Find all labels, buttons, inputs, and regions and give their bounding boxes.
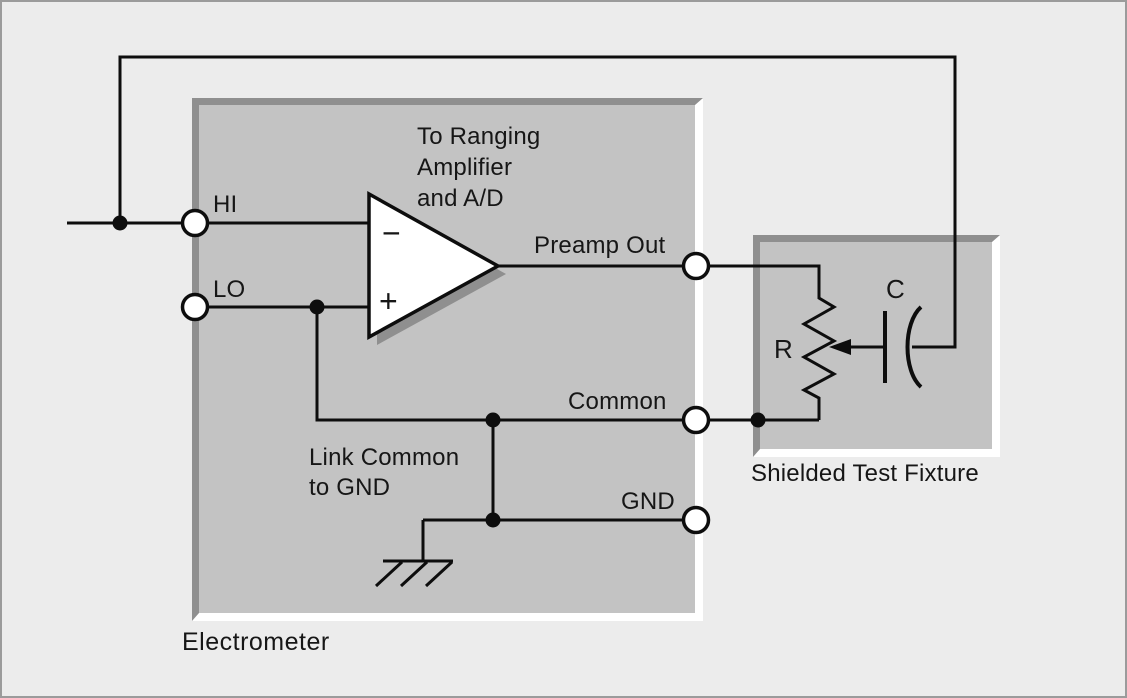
opamp-minus-input-label: −: [382, 215, 401, 251]
resistor-label: R: [774, 334, 793, 364]
opamp: [367, 191, 506, 345]
wiper-arrow: [829, 339, 885, 355]
lo-terminal: [180, 292, 210, 322]
link-note-line1: Link Common: [309, 444, 460, 471]
preamp-out-label: Preamp Out: [534, 232, 666, 259]
opamp-body: [367, 191, 502, 340]
gnd-terminal: [681, 505, 711, 535]
junction-dot: [485, 512, 501, 528]
junction-dot: [750, 412, 766, 428]
opamp-note-line1: To Ranging: [417, 123, 541, 150]
junction-dot: [309, 299, 325, 315]
hi-terminal-label: HI: [213, 191, 238, 218]
link-note-line2: to GND: [309, 474, 391, 501]
capacitor-symbol: [883, 305, 923, 389]
junction-dots: [112, 215, 766, 528]
opamp-note-line2: Amplifier: [417, 154, 513, 181]
opamp-note-line3: and A/D: [417, 185, 504, 212]
junction-dot: [112, 215, 128, 231]
opamp-plus-input-label: +: [379, 283, 398, 319]
lo-terminal-label: LO: [213, 276, 246, 303]
gnd-label: GND: [621, 488, 675, 515]
fixture-caption: Shielded Test Fixture: [751, 460, 979, 487]
electrometer-caption: Electrometer: [182, 628, 330, 656]
preamp-out-terminal: [681, 251, 711, 281]
feedback-loop-wire: [118, 55, 957, 349]
terminals: [180, 208, 711, 535]
electrometer-box: [192, 98, 703, 621]
ground-symbol: [374, 559, 454, 588]
resistor-symbol: [709, 264, 838, 420]
hi-terminal: [180, 208, 210, 238]
junction-dot: [485, 412, 501, 428]
common-terminal: [681, 405, 711, 435]
gnd-wire: [421, 518, 683, 561]
common-label: Common: [568, 388, 667, 415]
arrowhead-icon: [829, 339, 851, 355]
lo-to-common-wire: [315, 307, 683, 422]
opamp-note: To Ranging Amplifier and A/D: [417, 121, 540, 214]
capacitor-label: C: [886, 274, 905, 304]
link-common-note: Link Common to GND: [309, 443, 459, 503]
